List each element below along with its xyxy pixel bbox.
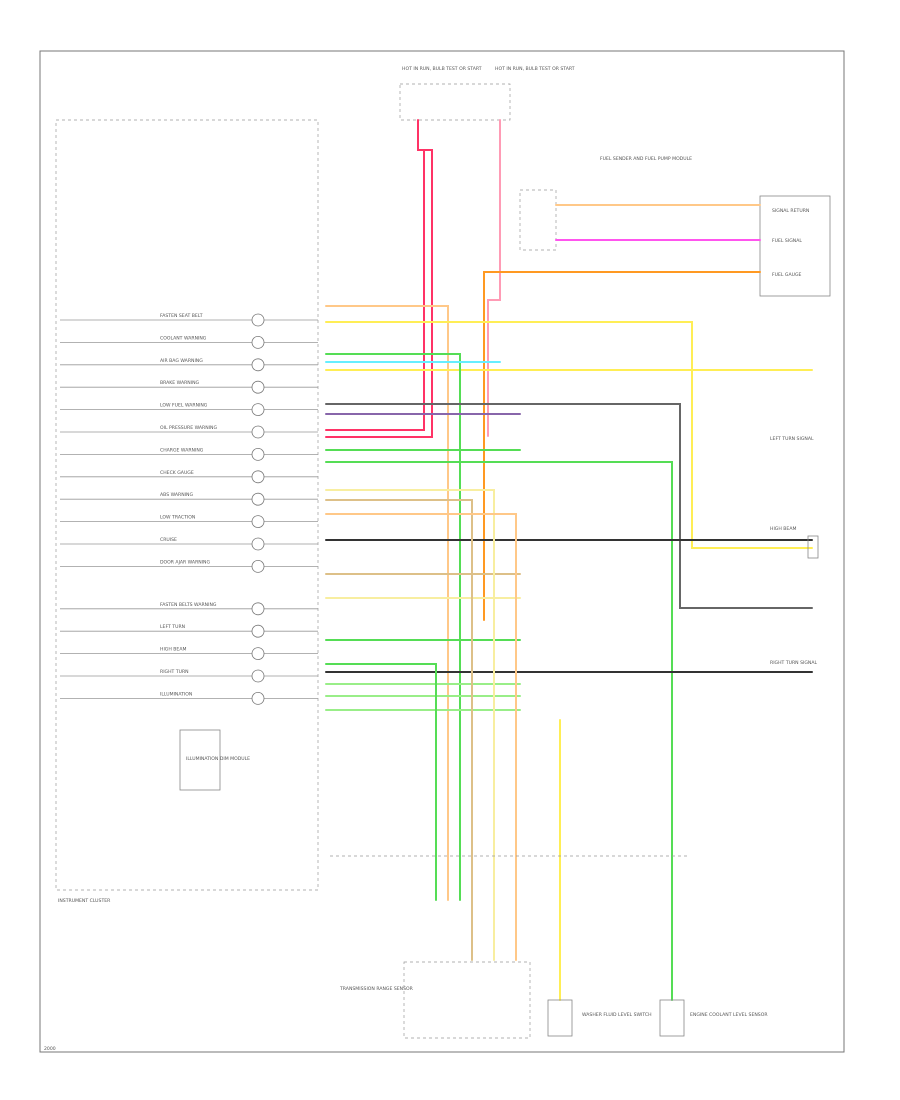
trans-sensor-box: [403, 961, 531, 1039]
indicator-label: LEFT TURN: [160, 624, 185, 630]
indicator-label: HIGH BEAM: [160, 647, 186, 653]
indicator-row: FASTEN SEAT BELT: [60, 313, 318, 327]
indicator-label: OIL PRESSURE WARNING: [160, 425, 217, 431]
indicator-row: DOOR AJAR WARNING: [60, 559, 318, 573]
wire-green-3: [325, 461, 673, 1001]
indicator-lamp-icon: [251, 560, 265, 573]
indicator-label: LOW FUEL WARNING: [160, 403, 208, 409]
indicator-label: RIGHT TURN: [160, 669, 189, 675]
indicator-label: ILLUMINATION: [160, 691, 192, 697]
indicator-row: CHECK GAUGE: [60, 470, 318, 484]
indicator-row: LOW FUEL WARNING: [60, 403, 318, 417]
indicator-lamp-icon: [251, 492, 265, 506]
fuel-gauge-box: [759, 195, 831, 297]
right-connector: [807, 535, 819, 559]
fuse-box-left-label: HOT IN RUN, BULB TEST OR START: [402, 66, 482, 72]
footer-code: 2000: [44, 1046, 56, 1052]
fuel-sender-box: [519, 189, 557, 251]
signal-return-label: SIGNAL RETURN: [772, 208, 809, 214]
fuel-sender-module: FUEL SENDER AND FUEL PUMP MODULE SIGNAL …: [519, 156, 831, 297]
cluster-label: INSTRUMENT CLUSTER: [58, 898, 111, 904]
bottom-components: TRANSMISSION RANGE SENSOR WASHER FLUID L…: [330, 855, 768, 1039]
left-turn-label: LEFT TURN SIGNAL: [770, 436, 814, 442]
fuse-boxes: HOT IN RUN, BULB TEST OR START HOT IN RU…: [399, 66, 575, 121]
indicator-lamp-icon: [251, 470, 265, 484]
indicator-lamp-icon: [251, 515, 265, 528]
indicator-label: LOW TRACTION: [160, 515, 195, 521]
washer-switch-label: WASHER FLUID LEVEL SWITCH: [582, 1012, 652, 1018]
wire-tan-down: [325, 499, 473, 961]
diagram-frame: [39, 50, 845, 1053]
wire-light-orange-down: [325, 513, 517, 961]
indicator-row: CRUISE: [60, 537, 318, 551]
engine-sensor-label: ENGINE COOLANT LEVEL SENSOR: [690, 1012, 768, 1018]
indicator-row: AIR BAG WARNING: [60, 358, 318, 372]
washer-switch-box: [547, 999, 573, 1037]
indicator-row: OIL PRESSURE WARNING: [60, 425, 318, 439]
indicator-label: CRUISE: [160, 537, 177, 543]
right-turn-label: RIGHT TURN SIGNAL: [770, 660, 817, 666]
indicator-label: DOOR AJAR WARNING: [160, 559, 210, 565]
indicator-row: BRAKE WARNING: [60, 380, 318, 394]
indicator-lamp-icon: [251, 335, 265, 349]
cluster-outline: [55, 119, 319, 891]
indicator-lamp-icon: [251, 602, 265, 616]
wire-harness: [325, 119, 813, 1001]
indicator-label: ABS WARNING: [160, 492, 193, 498]
dim-module-box: [179, 729, 221, 791]
fuel-sender-label: FUEL SENDER AND FUEL PUMP MODULE: [600, 156, 692, 162]
fuse-box-right-label: HOT IN RUN, BULB TEST OR START: [495, 66, 575, 72]
engine-sensor-box: [659, 999, 685, 1037]
indicator-label: AIR BAG WARNING: [160, 358, 203, 364]
indicator-lamp-icon: [251, 624, 265, 638]
instrument-cluster: FASTEN SEAT BELT COOLANT WARNING AIR BAG W…: [55, 119, 319, 904]
wire-pink-feed-2: [325, 149, 425, 431]
indicator-lamp-icon: [251, 358, 265, 372]
fuel-gauge-label: FUEL GAUGE: [772, 272, 802, 278]
fuel-signal-label: FUEL SIGNAL: [772, 238, 802, 244]
indicator-label: CHECK GAUGE: [160, 470, 194, 476]
high-beam-label: HIGH BEAM: [770, 526, 796, 532]
indicator-lamp-icon: [251, 537, 265, 551]
fuse-box-outline: [399, 83, 511, 121]
indicator-label: FASTEN BELTS WARNING: [160, 602, 217, 608]
indicator-row: LEFT TURN: [60, 624, 318, 638]
wire-yellow-1: [325, 321, 813, 549]
indicator-label: FASTEN SEAT BELT: [160, 313, 203, 319]
wire-pale-yellow-down: [325, 489, 495, 961]
indicator-lamp-icon: [251, 447, 265, 461]
indicator-row: RIGHT TURN: [60, 669, 318, 683]
indicator-row: CHARGE WARNING: [60, 447, 318, 461]
indicator-lamp-icon: [251, 647, 265, 660]
wire-dark-1: [325, 403, 813, 609]
indicator-label: CHARGE WARNING: [160, 447, 204, 453]
indicator-lamp-icon: [251, 403, 265, 417]
wire-green-5: [325, 663, 437, 901]
indicator-lamp-icon: [251, 313, 265, 327]
indicator-label: COOLANT WARNING: [160, 335, 207, 341]
indicator-row: HIGH BEAM: [60, 647, 318, 660]
wire-fuel-gauge: [483, 271, 761, 621]
indicator-label: BRAKE WARNING: [160, 380, 200, 386]
indicator-list: FASTEN SEAT BELT COOLANT WARNING AIR BAG W…: [60, 313, 318, 705]
indicator-row: LOW TRACTION: [60, 515, 318, 528]
wire-light-pink-feed: [487, 119, 501, 437]
dim-module-label: ILLUMINATION DIM MODULE: [186, 756, 250, 762]
indicator-row: ILLUMINATION: [60, 691, 318, 705]
right-side-terminals: HIGH BEAM RIGHT TURN SIGNAL LEFT TURN SI…: [770, 436, 819, 666]
indicator-lamp-icon: [251, 692, 265, 705]
wire-green-1: [325, 353, 461, 901]
indicator-lamp-icon: [251, 425, 265, 439]
indicator-lamp-icon: [251, 669, 265, 683]
indicator-row: FASTEN BELTS WARNING: [60, 602, 318, 616]
trans-sensor-label: TRANSMISSION RANGE SENSOR: [339, 986, 414, 992]
indicator-row: COOLANT WARNING: [60, 335, 318, 349]
wire-orange-top: [325, 305, 449, 901]
indicator-lamp-icon: [251, 380, 265, 394]
indicator-row: ABS WARNING: [60, 492, 318, 506]
wire-pink-feed-1: [325, 119, 433, 438]
